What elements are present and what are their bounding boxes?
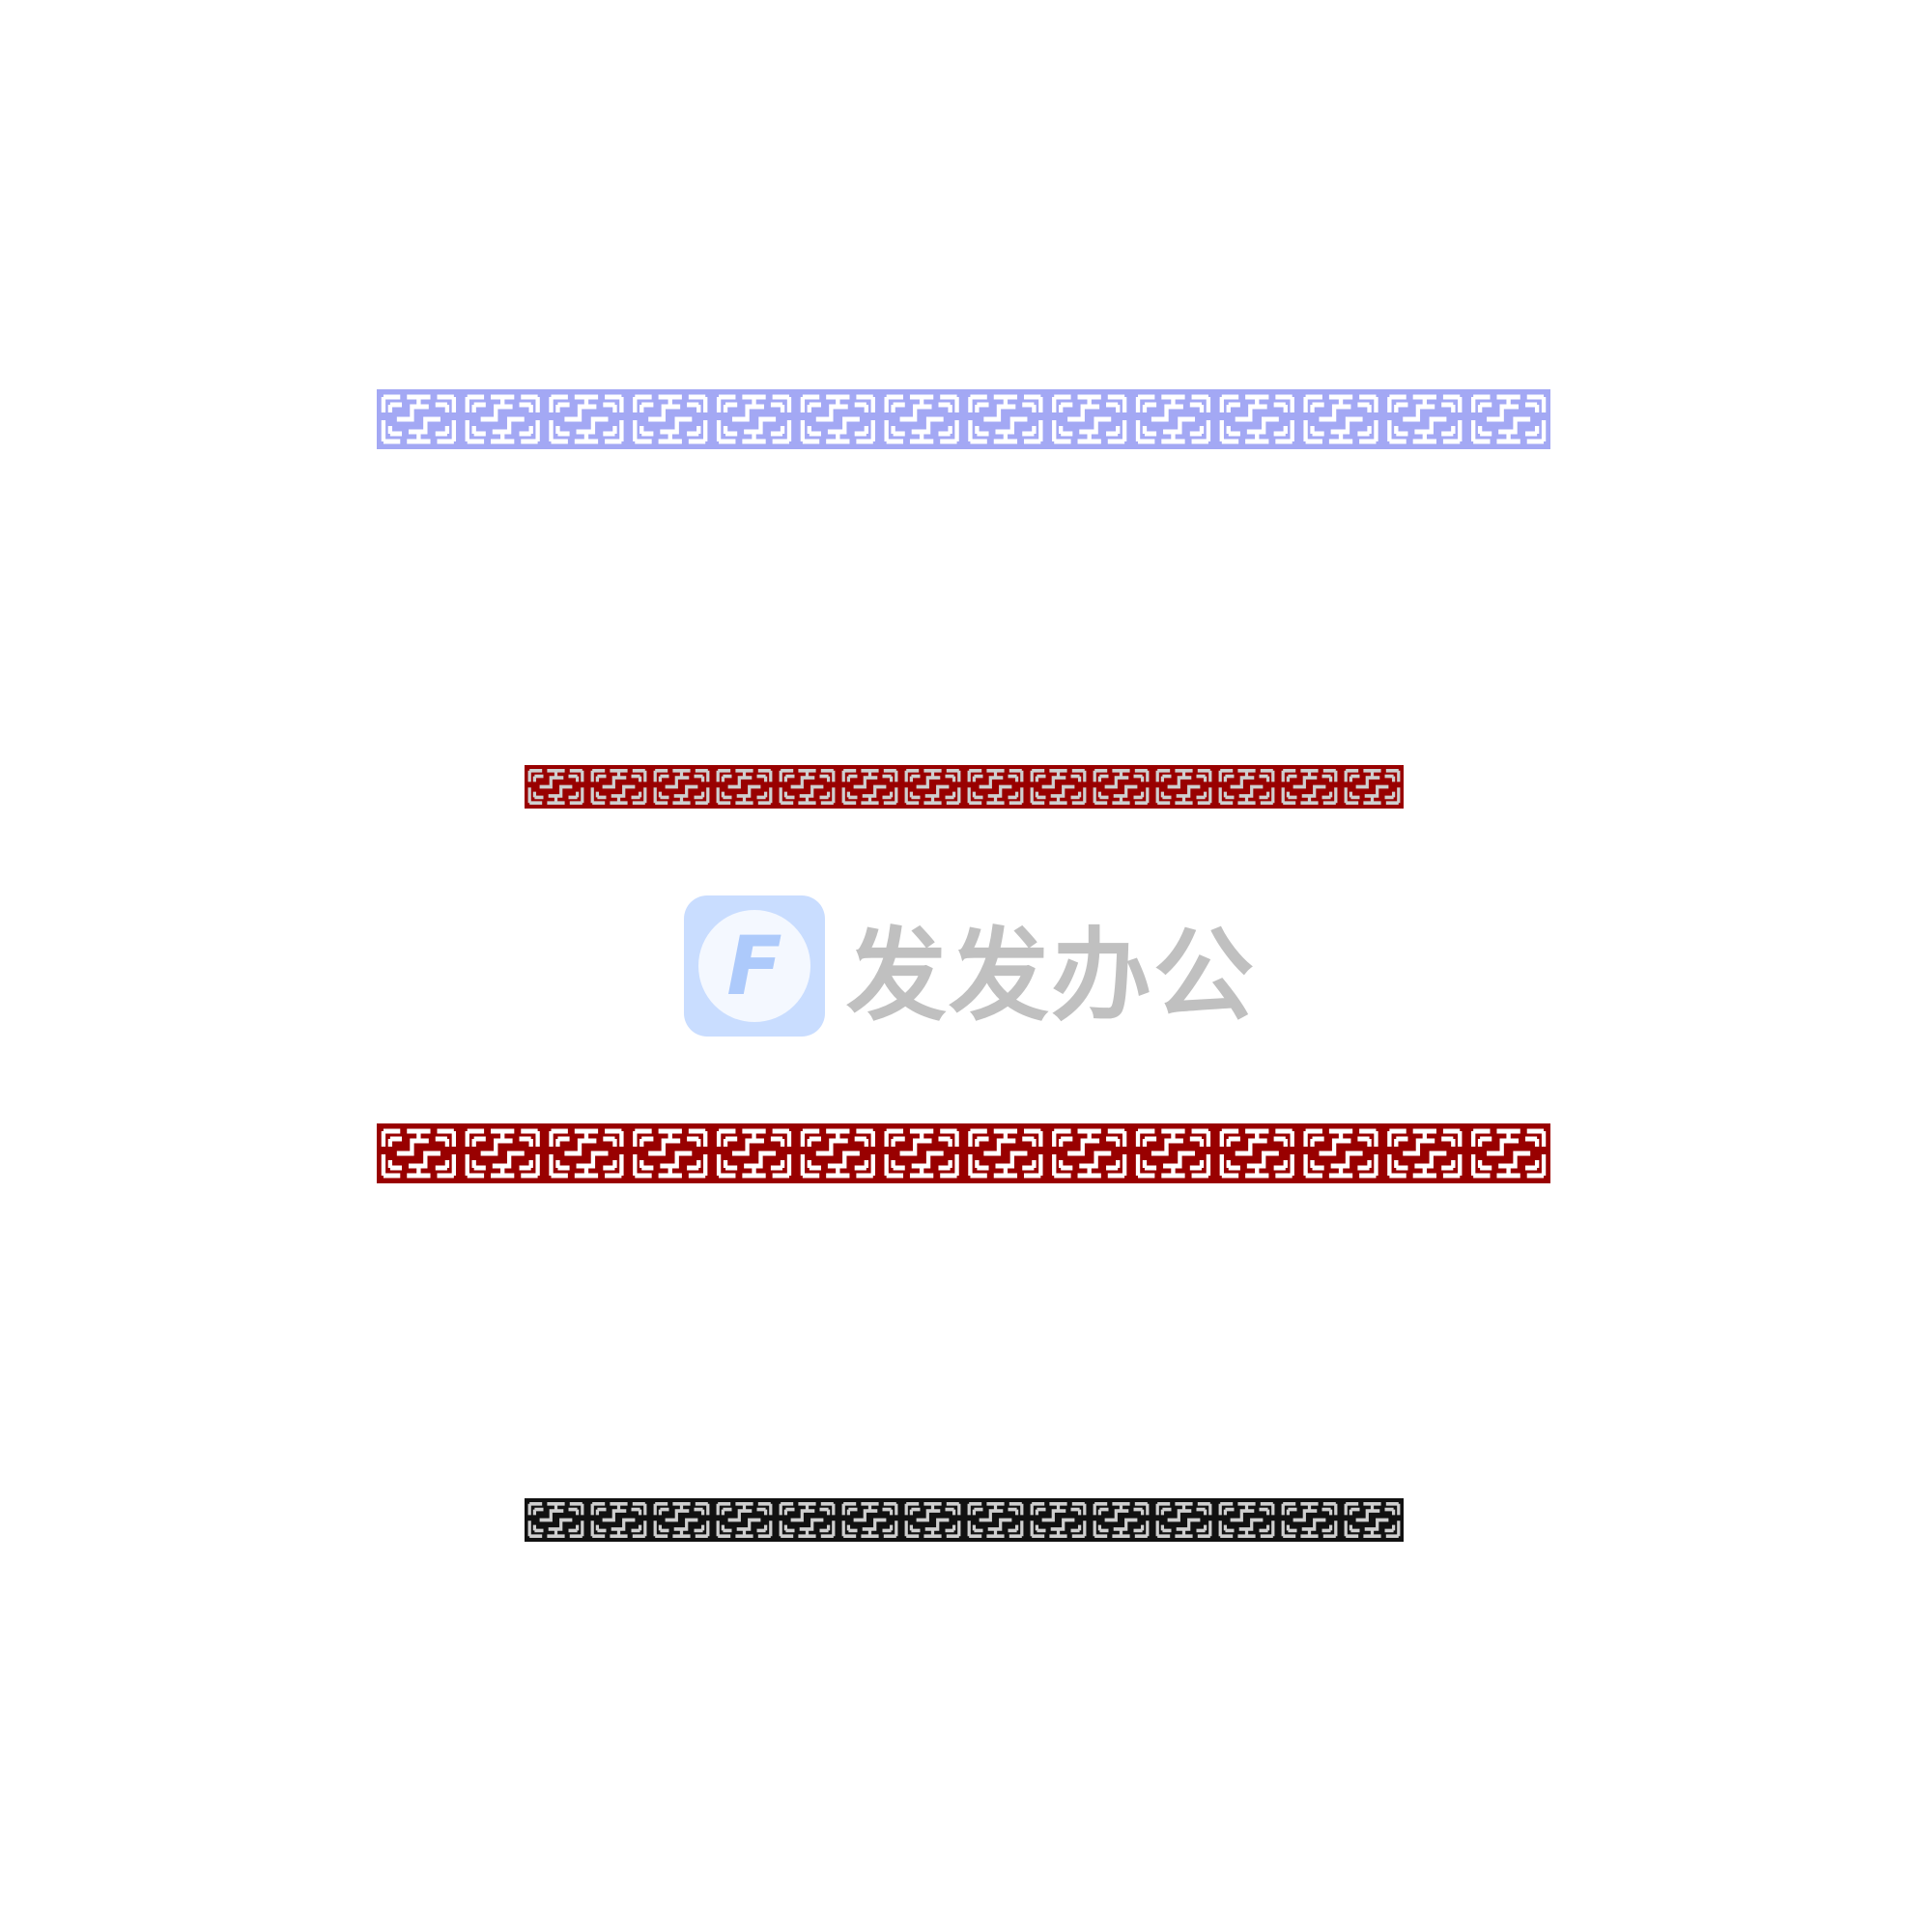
lattice-tile xyxy=(1281,1501,1338,1539)
lattice-tile xyxy=(841,768,898,806)
lavender-lattice-border xyxy=(377,389,1550,449)
lattice-tile xyxy=(381,394,457,444)
lattice-tile xyxy=(590,1501,647,1539)
lattice-tile xyxy=(1155,768,1212,806)
lattice-tile xyxy=(800,1128,875,1179)
lattice-tile xyxy=(967,1501,1024,1539)
lattice-tile xyxy=(1219,1128,1294,1179)
lattice-tile xyxy=(549,394,624,444)
lattice-tile xyxy=(884,394,959,444)
lattice-tile xyxy=(527,1501,584,1539)
lattice-tile xyxy=(1030,768,1087,806)
lattice-tile xyxy=(465,394,540,444)
lattice-tile xyxy=(967,768,1024,806)
lattice-tile xyxy=(653,1501,710,1539)
black-lattice-border-small xyxy=(525,1498,1404,1542)
lattice-tile xyxy=(1155,1501,1212,1539)
lattice-tile xyxy=(1344,768,1401,806)
lattice-tile xyxy=(968,1128,1043,1179)
lattice-tile xyxy=(381,1128,457,1179)
lattice-tile xyxy=(716,1128,792,1179)
lattice-tile xyxy=(716,768,773,806)
lattice-tile xyxy=(779,768,836,806)
lattice-tile xyxy=(1135,394,1211,444)
red-lattice-border-large xyxy=(377,1123,1550,1183)
lattice-tile xyxy=(1219,394,1294,444)
watermark-text: 发发办公 xyxy=(846,916,1257,1035)
lattice-tile xyxy=(1387,394,1463,444)
lattice-tile xyxy=(1281,768,1338,806)
lattice-tile xyxy=(1135,1128,1211,1179)
lattice-tile xyxy=(904,768,961,806)
lattice-tile xyxy=(1218,1501,1275,1539)
lattice-tile xyxy=(800,394,875,444)
lattice-tile xyxy=(549,1128,624,1179)
lattice-tile xyxy=(716,1501,773,1539)
lattice-tile xyxy=(1303,394,1378,444)
lattice-tile xyxy=(1030,1501,1087,1539)
lattice-tile xyxy=(633,1128,708,1179)
lattice-tile xyxy=(904,1501,961,1539)
lattice-tile xyxy=(968,394,1043,444)
lattice-tile xyxy=(465,1128,540,1179)
lattice-tile xyxy=(1470,1128,1547,1179)
lattice-tile xyxy=(1093,768,1150,806)
lattice-tile xyxy=(590,768,647,806)
lattice-tile xyxy=(527,768,584,806)
watermark-logo-letter: F xyxy=(698,910,810,1022)
lattice-tile xyxy=(716,394,792,444)
lattice-tile xyxy=(779,1501,836,1539)
watermark: F 发发办公 xyxy=(684,895,1256,1037)
lattice-tile xyxy=(1387,1128,1463,1179)
lattice-tile xyxy=(841,1501,898,1539)
lattice-tile xyxy=(1344,1501,1401,1539)
watermark-logo-icon: F xyxy=(684,895,825,1037)
lattice-tile xyxy=(1052,1128,1127,1179)
lattice-tile xyxy=(633,394,708,444)
lattice-tile xyxy=(1470,394,1547,444)
red-lattice-border-small xyxy=(525,765,1404,809)
lattice-tile xyxy=(1052,394,1127,444)
lattice-tile xyxy=(653,768,710,806)
lattice-tile xyxy=(1218,768,1275,806)
lattice-tile xyxy=(1093,1501,1150,1539)
lattice-tile xyxy=(884,1128,959,1179)
lattice-tile xyxy=(1303,1128,1378,1179)
